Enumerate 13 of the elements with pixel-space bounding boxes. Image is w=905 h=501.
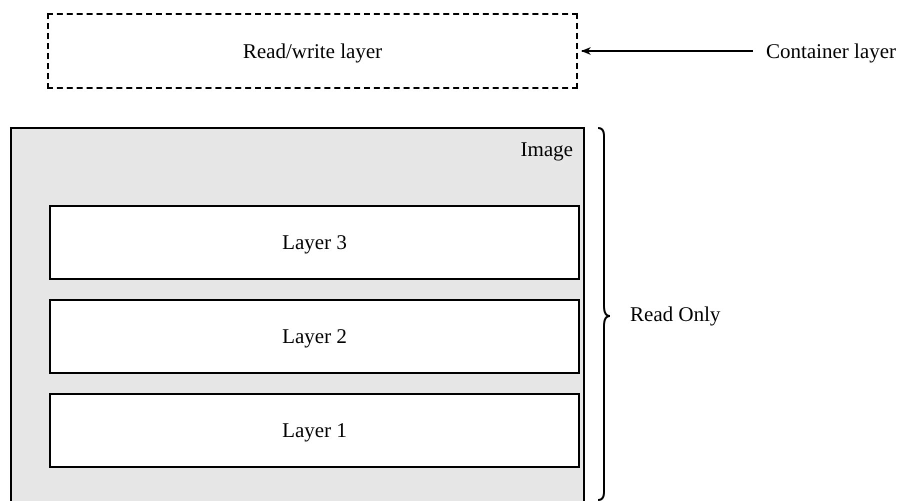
layer-box: [49, 393, 580, 468]
bracket-label: Read Only: [630, 302, 720, 327]
box-label: Layer 3: [282, 230, 347, 255]
layer-box: [47, 13, 578, 89]
image-panel: [10, 127, 585, 501]
layer-box: [49, 299, 580, 374]
layer-box: [49, 205, 580, 280]
arrow: [581, 47, 753, 55]
box-label: Layer 2: [282, 324, 347, 349]
box-label: Layer 1: [282, 418, 347, 443]
box-label: Read/write layer: [242, 38, 382, 64]
layer-label: Container layer: [766, 38, 896, 64]
panel-title: Image: [520, 137, 573, 162]
